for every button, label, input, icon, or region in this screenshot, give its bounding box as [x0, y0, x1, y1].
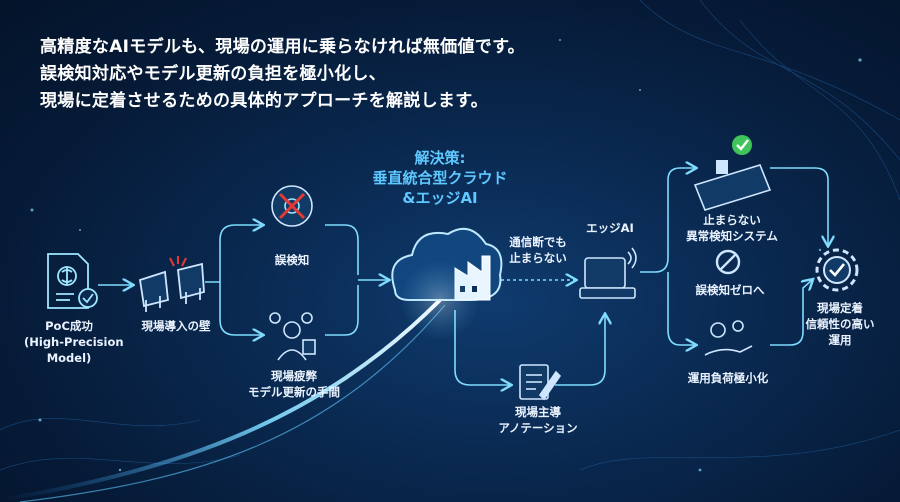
- label-poc-line-1: PoC成功: [45, 319, 93, 333]
- label-result: 現場定着 信頼性の高い 運用: [792, 300, 888, 348]
- label-burden-line-1: 現場疲弊: [271, 369, 317, 383]
- solution-line-1: 解決策:: [414, 149, 466, 167]
- arrow-wall-to-burden: [219, 282, 262, 335]
- label-annotation-line-1: 現場主導: [515, 405, 561, 419]
- gear-check-icon: [815, 248, 859, 292]
- solution-headline: 解決策: 垂直統合型クラウド &エッジAI: [360, 148, 520, 208]
- arrow-false-to-solution: [325, 224, 359, 275]
- label-nonstop-line-1: 止まらない: [703, 213, 761, 227]
- intro-line-3: 現場に定着させるための具体的アプローチを解説します。: [40, 91, 489, 111]
- label-poc-line-2: (High-Precision: [24, 335, 124, 349]
- label-annotation: 現場主導 アノテーション: [490, 404, 586, 436]
- arrow-edge-to-nonstop: [640, 168, 695, 273]
- intro-text: 高精度なAIモデルも、現場の運用に乗らなければ無価値です。 誤検知対応やモデル更…: [40, 34, 660, 115]
- label-edge-ai: エッジAI: [586, 221, 634, 235]
- connectors: [98, 168, 828, 385]
- arrow-burden-to-solution: [325, 285, 359, 336]
- intro-line-1: 高精度なAIモデルも、現場の運用に乗らなければ無価値です。: [40, 37, 525, 57]
- edge-device-icon: [579, 247, 637, 299]
- arrow-edge-to-lowload: [667, 272, 695, 345]
- label-offline: 通信断でも 止まらない: [500, 234, 576, 266]
- label-nonstop: 止まらない 異常検知システム: [680, 212, 784, 244]
- alert-icon: [169, 256, 187, 267]
- camera-x-icon: [271, 185, 313, 227]
- label-burden-line-2: モデル更新の手間: [248, 385, 340, 399]
- broken-bridge-icon: [138, 262, 205, 312]
- label-low-load: 運用負荷極小化: [687, 371, 769, 385]
- data-stream: [0, 298, 442, 502]
- label-poc-line-3: Model): [46, 351, 92, 365]
- arrow-lowload-to-result: [770, 280, 812, 346]
- prohibited-icon: [715, 249, 741, 275]
- label-burden: 現場疲弊 モデル更新の手間: [238, 368, 350, 400]
- intro-line-2: 誤検知対応やモデル更新の負担を極小化し、: [40, 64, 386, 84]
- label-zero-false: 誤検知ゼロへ: [695, 283, 765, 297]
- gears-hand-icon: [704, 320, 753, 356]
- arrow-wall-to-false: [205, 225, 262, 283]
- label-annotation-line-2: アノテーション: [498, 421, 578, 435]
- label-false-detection: 誤検知: [274, 253, 310, 267]
- label-result-line-2: 信頼性の高い: [805, 317, 875, 331]
- solution-line-3: &エッジAI: [402, 189, 478, 207]
- label-nonstop-line-2: 異常検知システム: [686, 229, 778, 243]
- label-result-line-3: 運用: [828, 333, 852, 347]
- label-wall: 現場導入の壁: [141, 319, 211, 333]
- arrow-annotation-to-edge: [555, 315, 605, 386]
- brain-document-icon: [47, 253, 98, 309]
- solution-line-2: 垂直統合型クラウド: [372, 169, 508, 187]
- sparkles: [30, 39, 862, 472]
- conveyor-check-icon: [693, 135, 772, 211]
- label-result-line-1: 現場定着: [817, 301, 863, 315]
- annotation-clipboard-icon: [519, 364, 562, 401]
- label-offline-line-2: 止まらない: [509, 251, 567, 265]
- cloud-factory-icon: [391, 227, 503, 340]
- label-offline-line-1: 通信断でも: [509, 235, 567, 249]
- data-stream-secondary: [19, 304, 446, 502]
- network-background: [0, 0, 900, 471]
- arrow-nonstop-to-result: [770, 167, 828, 245]
- arrow-solution-to-annotation: [454, 310, 510, 385]
- tired-worker-icon: [269, 312, 316, 361]
- label-poc: PoC成功 (High-Precision Model): [24, 318, 124, 366]
